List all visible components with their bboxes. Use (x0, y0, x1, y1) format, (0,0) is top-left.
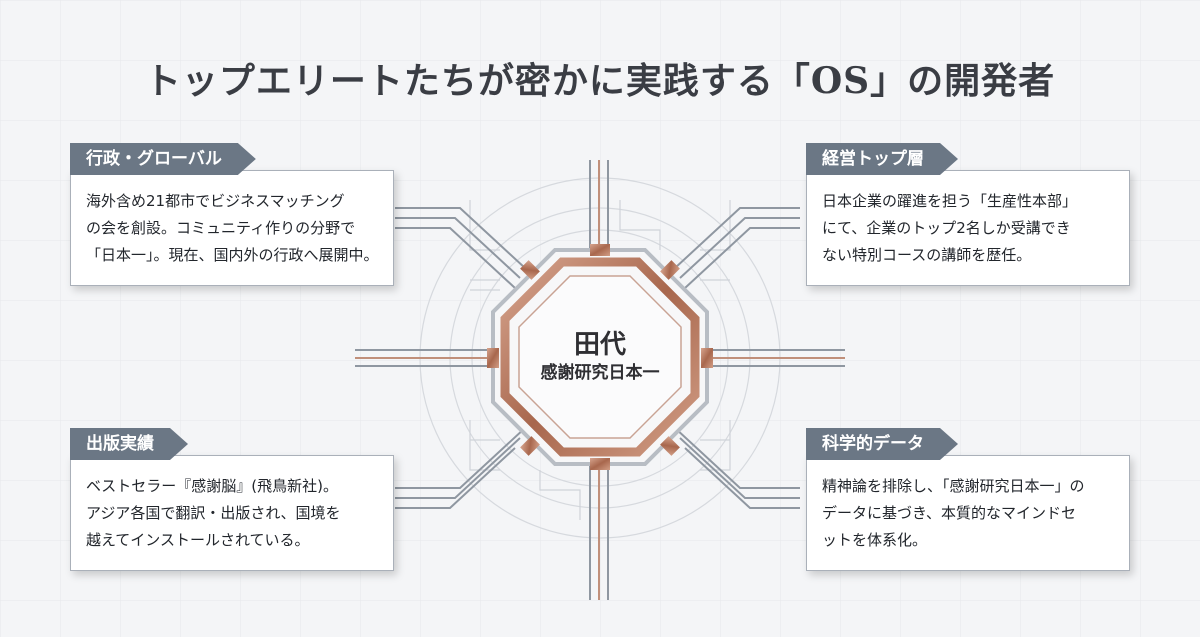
card-line: 精神論を排除し、「感謝研究日本一」の (822, 476, 1085, 495)
card-text: ベストセラー『感謝脳』(飛鳥新社)。 アジア各国で翻訳・出版され、国境を 越えて… (86, 456, 383, 570)
card-line: 「日本一」。現在、国内外の行政へ展開中。 (86, 245, 379, 264)
center-subtitle: 感謝研究日本一 (540, 363, 660, 383)
card-line: アジア各国で翻訳・出版され、国境を (86, 503, 341, 522)
copper-pads (487, 244, 713, 470)
card-line: ベストセラー『感謝脳』(飛鳥新社)。 (86, 476, 339, 495)
connector-traces (355, 160, 845, 600)
tag-publishing-record: 出版実績 (70, 428, 188, 460)
card-administration-global: 海外含め21都市でビジネスマッチング の会を創設。コミュニティ作りの分野で 「日… (70, 170, 394, 286)
card-text: 精神論を排除し、「感謝研究日本一」の データに基づき、本質的なマインドセ ットを… (822, 456, 1119, 570)
card-line: の会を創設。コミュニティ作りの分野で (86, 218, 356, 237)
card-executive-level: 日本企業の躍進を担う「生産性本部」 にて、企業のトップ2名しか受講でき ない特別… (806, 170, 1130, 286)
card-line: 越えてインストールされている。 (86, 530, 310, 549)
card-line: ない特別コースの講師を歴任。 (822, 245, 1032, 264)
card-text: 日本企業の躍進を担う「生産性本部」 にて、企業のトップ2名しか受講でき ない特別… (822, 171, 1119, 285)
center-name: 田代 (573, 330, 626, 360)
octagon-frame (491, 248, 709, 466)
card-line: データに基づき、本質的なマインドセ (822, 503, 1076, 522)
tag-administration-global: 行政・グローバル (70, 143, 256, 175)
card-publishing-record: ベストセラー『感謝脳』(飛鳥新社)。 アジア各国で翻訳・出版され、国境を 越えて… (70, 455, 394, 571)
card-line: ットを体系化。 (822, 530, 928, 549)
tag-scientific-data: 科学的データ (806, 428, 958, 460)
tag-executive-level: 経営トップ層 (806, 143, 958, 175)
card-text: 海外含め21都市でビジネスマッチング の会を創設。コミュニティ作りの分野で 「日… (86, 171, 383, 285)
card-line: にて、企業のトップ2名しか受講でき (822, 218, 1071, 237)
copper-traces (355, 160, 845, 600)
card-scientific-data: 精神論を排除し、「感謝研究日本一」の データに基づき、本質的なマインドセ ットを… (806, 455, 1130, 571)
card-line: 日本企業の躍進を担う「生産性本部」 (822, 191, 1078, 210)
card-line: 海外含め21都市でビジネスマッチング (86, 191, 345, 210)
page-title: トップエリートたちが密かに実践する「OS」の開発者 (144, 60, 1056, 102)
